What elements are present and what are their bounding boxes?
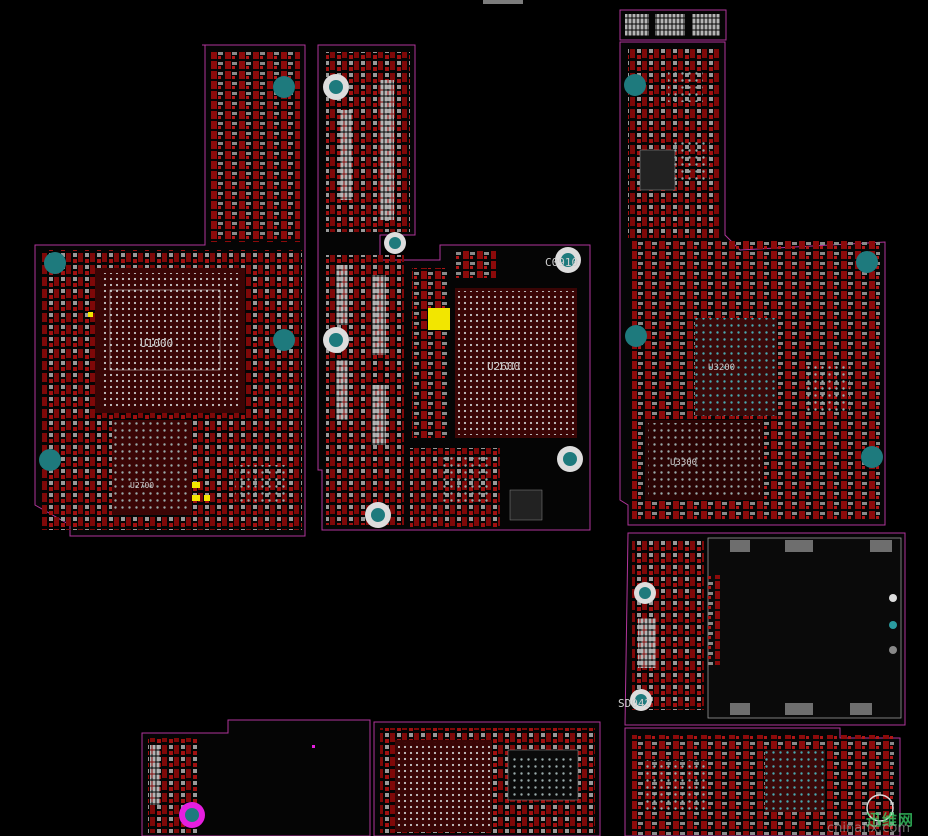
mount-hole xyxy=(273,329,295,351)
label-u-right2[interactable]: U3300 xyxy=(670,458,697,468)
mount-hole xyxy=(273,76,295,98)
board-middle[interactable]: U2600 C0910 xyxy=(317,44,591,531)
mount-hole xyxy=(44,252,66,274)
board-right[interactable]: U3200 U3300 xyxy=(619,9,886,526)
label-u1000[interactable]: U1000 xyxy=(140,337,173,350)
mount-hole xyxy=(624,74,646,96)
label-u2700[interactable]: U2700 xyxy=(130,481,154,490)
board-right-lower[interactable]: SD042 xyxy=(618,532,906,836)
watermark-text: 迅维网 xyxy=(865,811,914,829)
mount-hole xyxy=(861,446,883,468)
mount-hole xyxy=(856,251,878,273)
watermark-url: chinafix.com xyxy=(827,821,910,836)
board-left[interactable]: U1000 U2700 xyxy=(34,44,306,537)
label-u-right[interactable]: U3200 xyxy=(708,363,735,373)
board-bottom-left[interactable] xyxy=(141,719,371,836)
mount-hole xyxy=(625,325,647,347)
label-sd042[interactable]: SD042 xyxy=(618,697,651,710)
label-c0910[interactable]: C0910 xyxy=(545,256,578,269)
board-bottom-middle[interactable] xyxy=(373,721,601,836)
mount-hole xyxy=(39,449,61,471)
label-u2600[interactable]: U2600 xyxy=(487,360,520,373)
